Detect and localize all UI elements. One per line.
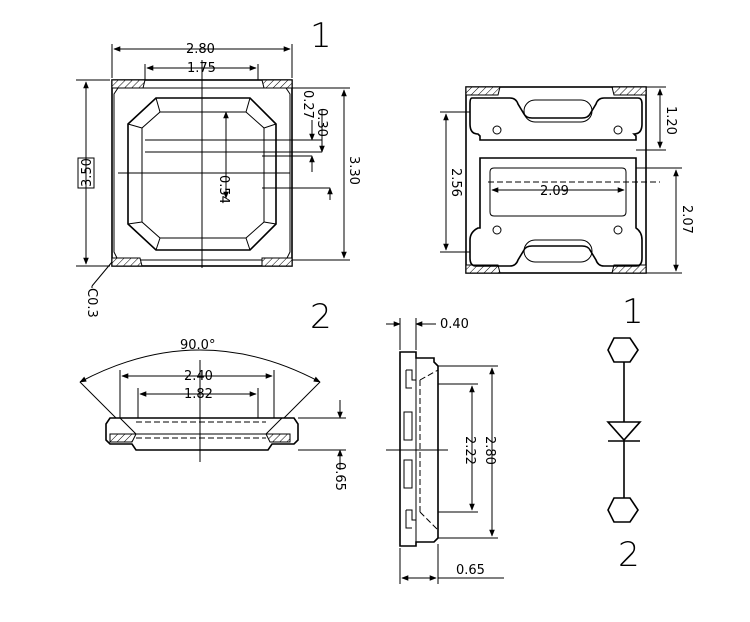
dim-030-label: 0.30 [314, 108, 329, 137]
dim-pad-height2-label: 2.07 [679, 205, 694, 234]
top-view-pin1-mark: 1 [310, 16, 332, 56]
dim-side-height-3-30 [292, 87, 350, 261]
cathode-mark: 2 [618, 535, 640, 575]
dim-lens-label: 1.82 [184, 387, 213, 402]
top-view [111, 60, 330, 268]
dim-side-overall-label: 2.80 [482, 436, 497, 465]
dim-side-inner-2-22 [438, 383, 478, 513]
top-view-pin2-mark: 2 [310, 297, 332, 337]
dim-overall-height-2-56 [440, 111, 470, 253]
dim-opening-2-40 [119, 370, 275, 418]
dim-angle-label: 90.0° [180, 338, 215, 353]
dim-chamfer-label: C0.3 [84, 288, 99, 318]
dim-width-label: 2.80 [186, 42, 215, 57]
dim-inner-width-label: 1.75 [187, 61, 216, 76]
dim-inner-width-1-75 [144, 64, 259, 80]
side-view [386, 351, 448, 547]
dim-opening-label: 2.40 [184, 369, 213, 384]
bottom-view [465, 86, 660, 274]
dim-027-label: 0.27 [300, 90, 315, 119]
dim-lip-0-40 [386, 318, 436, 350]
dim-chamfer-c0-3 [91, 261, 113, 288]
front-view [79, 349, 321, 462]
dim-height-label: 3.50 [80, 158, 95, 187]
dim-overall-height-label: 2.56 [448, 168, 463, 197]
dim-pad-height-label: 1.20 [663, 106, 678, 135]
dim-side-thickness-label: 0.65 [456, 563, 485, 578]
dim-side-overall-2-80 [438, 365, 498, 539]
dim-0-30 [319, 110, 333, 200]
dim-pad-height-2-07 [636, 167, 682, 274]
diode-symbol [606, 337, 642, 523]
dim-lip-label: 0.40 [440, 317, 469, 332]
dim-lens-1-82 [137, 388, 259, 418]
dim-front-thickness-0-65 [298, 400, 346, 470]
dim-width-2-80 [111, 44, 293, 78]
dim-height-3-50 [76, 79, 110, 267]
dim-pad-width-label: 2.09 [540, 184, 569, 199]
dim-side-height-label: 3.30 [346, 156, 361, 185]
dim-front-thickness-label: 0.65 [332, 462, 347, 491]
anode-mark: 1 [622, 292, 644, 332]
dim-pad-height-1-20 [636, 86, 666, 151]
dim-side-thickness-0-65 [399, 544, 504, 584]
dim-side-inner-label: 2.22 [462, 436, 477, 465]
dim-054-label: 0.54 [216, 175, 231, 204]
